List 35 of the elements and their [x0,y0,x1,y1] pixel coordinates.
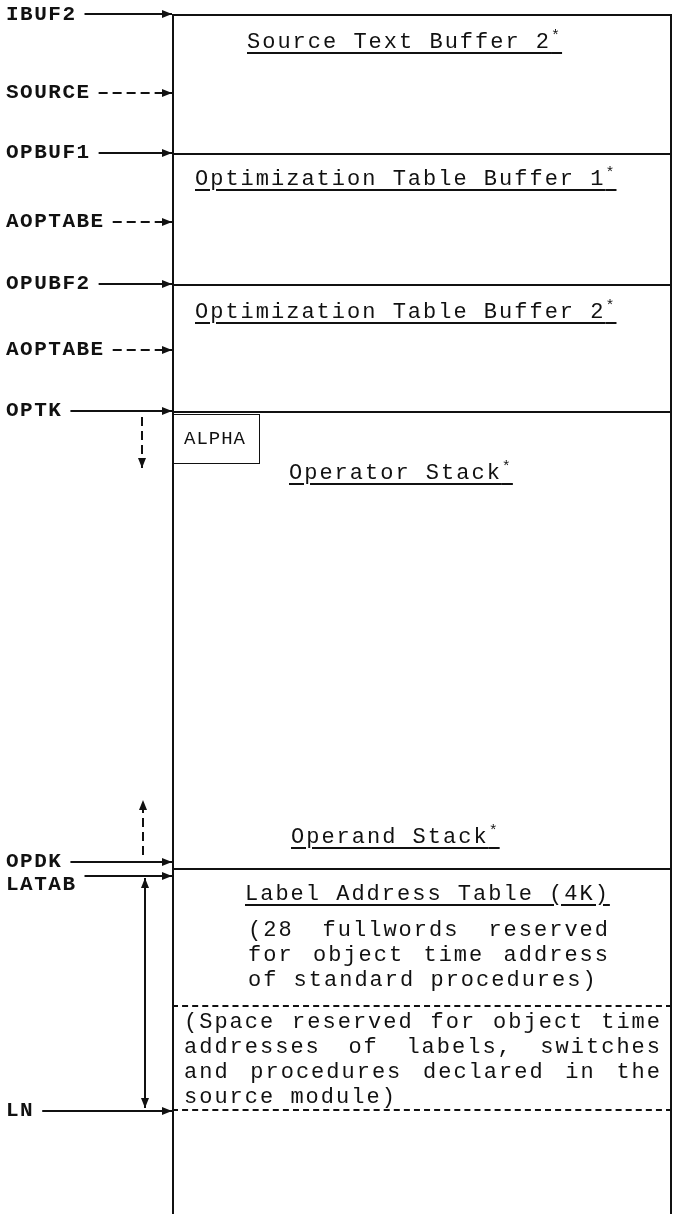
memory-region [172,868,672,1005]
pointer-label: LN [6,1098,35,1124]
pointer-arrow [111,346,173,354]
pointer-arrow [41,1107,173,1115]
region-title: Source Text Buffer 2$^{*}$ [247,30,563,56]
pointer-label: OPBUF1 [6,140,91,166]
pointer-arrow [83,10,173,18]
pointer-arrow [69,858,173,866]
memory-region [172,411,672,868]
pointer-arrow [97,149,173,157]
region-note: (Space reserved for object time addresses of labels, switches and procedures declared in the source module) [184,1010,662,1110]
region-title: Optimization Table Buffer 1$^{*}$ [195,167,617,193]
region-title: Label Address Table (4K) [245,882,610,908]
pointer-arrow [97,280,173,288]
pointer-label: OPUBF2 [6,271,91,297]
pointer-label: SOURCE [6,80,91,106]
alpha-slot: ALPHA [171,413,260,464]
pointer-arrow [83,872,173,880]
pointer-label: LATAB [6,872,77,896]
memory-region [172,14,672,153]
pointer-label: OPDK [6,849,63,872]
pointer-label: AOPTABE [6,209,105,235]
pointer-label: OPTK [6,398,63,424]
memory-region [172,284,672,411]
pointer-arrow [69,407,173,415]
memory-region [172,1111,672,1214]
pointer-label: AOPTABE [6,337,105,363]
region-title: Optimization Table Buffer 2$^{*}$ [195,300,617,326]
memory-region [172,153,672,284]
pointer-label: IBUF2 [6,2,77,28]
region-title: Operator Stack$^{*}$ [289,461,513,487]
pointer-arrow [111,218,173,226]
pointer-arrow [97,89,173,97]
region-title: Operand Stack$^{*}$ [291,825,500,851]
region-note: (28 fullwords reserved for object time address of standard procedures) [248,918,610,993]
